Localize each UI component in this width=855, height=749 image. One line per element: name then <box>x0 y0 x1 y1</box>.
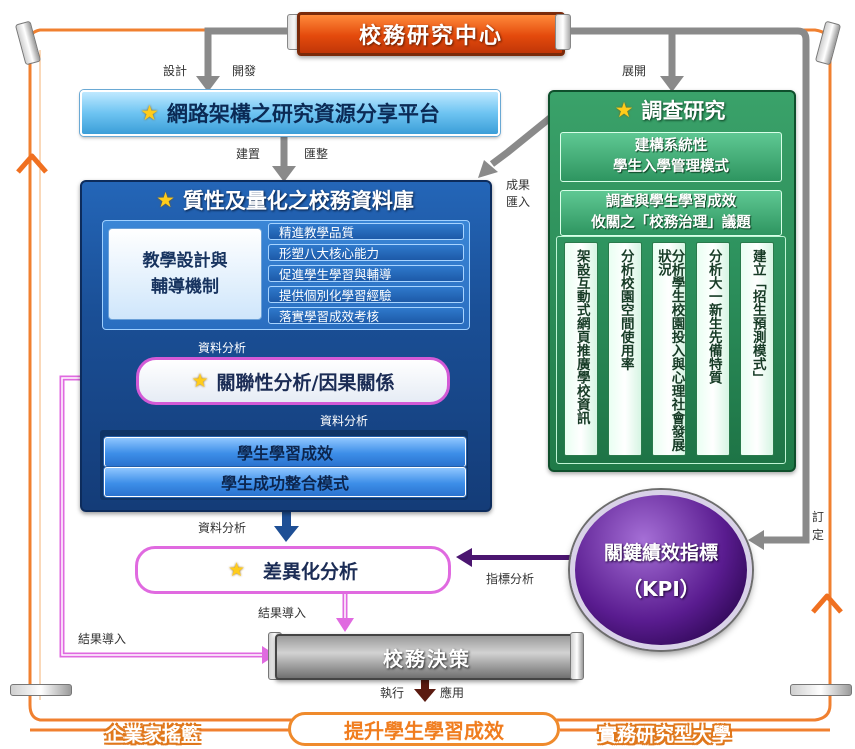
label-expand: 展開 <box>622 64 647 78</box>
governance-issue-box: 調查與學生學習成效 攸關之「校務治理」議題 <box>560 190 782 236</box>
right-bar <box>790 684 852 696</box>
teaching-design-box: 教學設計與 輔導機制 <box>108 228 262 320</box>
system-line1: 建構系統性 <box>634 137 708 154</box>
research-column: 分析校園空間使用率 <box>608 242 642 456</box>
research-title: 調查研究 <box>641 99 726 123</box>
label-data-analysis-2: 資料分析 <box>320 414 369 428</box>
label-develop: 開發 <box>232 64 257 78</box>
learning-outcome-bar: 學生學習成效 <box>104 437 466 467</box>
success-model-bar: 學生成功整合模式 <box>104 467 466 497</box>
research-column: 架設互動式網頁推廣學校資訊 <box>564 242 598 456</box>
label-data-analysis-1: 資料分析 <box>198 341 247 355</box>
school-decision-box: 校務決策 <box>275 634 579 680</box>
label-results-1: 成果 <box>506 178 531 192</box>
bottom-right-text: 實務研究型大學 <box>598 724 732 746</box>
label-indicator-analysis: 指標分析 <box>486 572 535 586</box>
label-set-1: 訂 <box>812 510 825 524</box>
star-icon: ★ <box>614 98 634 122</box>
arrow-center-to-research <box>559 27 676 76</box>
research-header: ★ 調查研究 <box>548 92 792 128</box>
db-item: 精進教學品質 <box>268 223 464 240</box>
top-right-cap <box>814 20 842 66</box>
label-execute: 執行 <box>380 686 405 700</box>
differentiation-analysis-box: ★ 差異化分析 <box>135 546 451 594</box>
label-build: 建置 <box>236 147 261 161</box>
system-line2: 學生入學管理模式 <box>613 159 729 175</box>
research-column: 分析學生校園投入與心理社會發展狀況 <box>652 242 686 456</box>
top-left-cap <box>14 20 42 66</box>
admission-model-box: 建構系統性 學生入學管理模式 <box>560 132 782 182</box>
arrow-research-to-db <box>489 115 553 167</box>
bottom-middle-banner: 提升學生學習成效 <box>288 712 560 746</box>
research-column: 建立「招生預測模式」 <box>740 242 774 456</box>
survey-line1: 調查與學生學習成效 <box>605 193 737 210</box>
label-result-import-a: 結果導入 <box>258 606 307 620</box>
decision-title: 校務決策 <box>383 646 471 671</box>
teaching-line1: 教學設計與 <box>142 250 228 271</box>
db-item: 形塑八大核心能力 <box>268 244 464 261</box>
center-right-cap <box>555 14 571 50</box>
center-title: 校務研究中心 <box>358 24 503 49</box>
label-data-analysis-3: 資料分析 <box>198 521 247 535</box>
resource-sharing-platform: ★ 網路架構之研究資源分享平台 <box>80 90 500 136</box>
survey-line2: 攸關之「校務治理」議題 <box>591 215 751 231</box>
label-integrate: 匯整 <box>304 147 329 161</box>
kpi-line1: 關鍵績效指標 <box>603 542 718 564</box>
database-title: 質性及量化之校務資料庫 <box>182 189 414 213</box>
kpi-sphere: 關鍵績效指標 （KPI） <box>570 490 752 650</box>
star-icon: ★ <box>191 370 209 392</box>
db-item: 落實學習成效考核 <box>268 307 464 324</box>
right-chevron-icon <box>811 593 843 614</box>
label-results-2: 匯入 <box>506 195 531 209</box>
kpi-line2: （KPI） <box>622 577 700 601</box>
star-icon: ★ <box>140 101 159 125</box>
platform-title: 網路架構之研究資源分享平台 <box>166 102 440 126</box>
left-bar <box>10 684 72 696</box>
diff-title: 差異化分析 <box>263 560 359 583</box>
research-center-box: 校務研究中心 <box>297 12 565 56</box>
star-icon: ★ <box>227 559 246 581</box>
research-column: 分析大一新生先備特質 <box>696 242 730 456</box>
star-icon: ★ <box>156 188 175 212</box>
database-header: ★ 質性及量化之校務資料庫 <box>95 182 475 218</box>
decision-right-cap <box>570 632 584 680</box>
label-apply: 應用 <box>440 686 465 700</box>
label-result-import-b: 結果導入 <box>78 632 127 646</box>
bottom-middle-text: 提升學生學習成效 <box>344 718 504 743</box>
label-set-2: 定 <box>812 528 825 542</box>
left-chevron-icon <box>16 153 48 174</box>
relation-title: 關聯性分析/因果關係 <box>216 371 395 394</box>
teaching-line2: 輔導機制 <box>151 277 219 297</box>
db-item: 促進學生學習與輔導 <box>268 265 464 282</box>
correlation-analysis-box: ★ 關聯性分析/因果關係 <box>136 357 450 405</box>
label-design: 設計 <box>163 64 188 78</box>
bottom-left-text: 企業家搖籃 <box>105 724 201 746</box>
db-item: 提供個別化學習經驗 <box>268 286 464 303</box>
